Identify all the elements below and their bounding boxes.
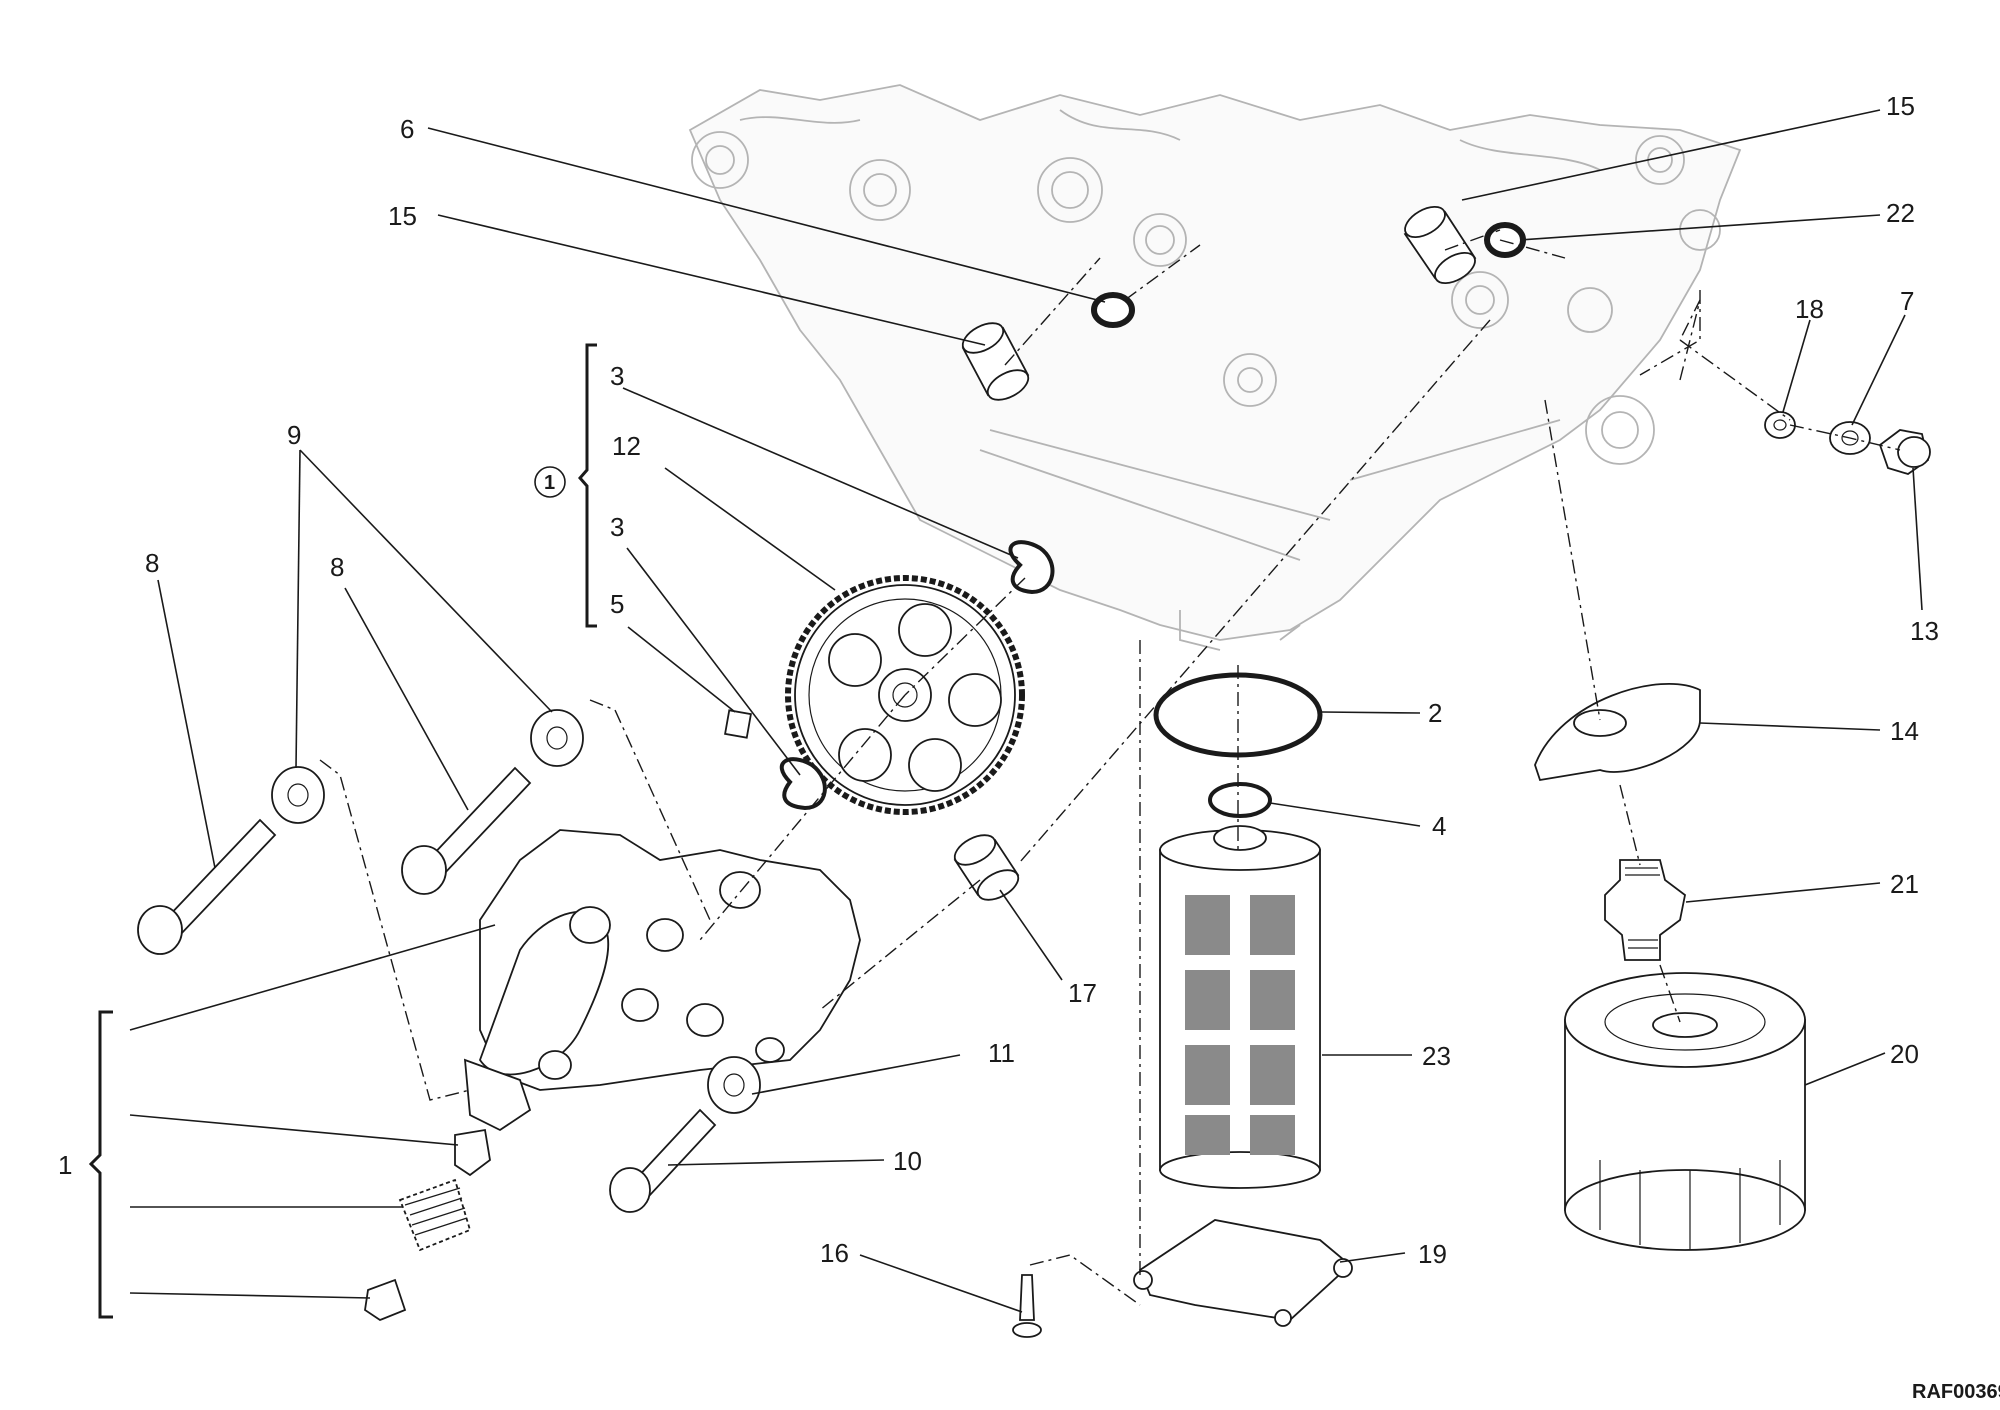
washer-11 — [707, 1056, 761, 1114]
callout-8-right: 8 — [330, 552, 344, 582]
bracket-group-upper — [578, 343, 597, 628]
plug-parts-right — [1764, 411, 1931, 475]
bolt-8-right — [401, 766, 532, 895]
oil-pump-body — [463, 829, 861, 1132]
callout-4: 4 — [1432, 811, 1446, 841]
callout-12: 12 — [612, 431, 641, 461]
key-5 — [724, 709, 752, 739]
callout-11: 11 — [988, 1038, 1015, 1068]
circlip-lower — [779, 757, 827, 811]
callout-6: 6 — [400, 114, 414, 144]
crankcase-outline — [688, 84, 1742, 651]
circled-ref-1-text: 1 — [544, 472, 555, 494]
callout-22: 22 — [1886, 198, 1915, 228]
filter-cover-19 — [1133, 1219, 1353, 1327]
oil-filter-cartridge-20 — [1564, 972, 1806, 1251]
callout-16: 16 — [820, 1238, 849, 1268]
threaded-nipple-21 — [1604, 859, 1686, 961]
bushing-17 — [953, 834, 1020, 901]
assembly-lines — [319, 229, 1901, 1306]
seal-ring-4 — [1208, 782, 1272, 818]
callout-15-left: 15 — [388, 201, 417, 231]
callout-13: 13 — [1910, 616, 1939, 646]
washer-9-left — [271, 766, 325, 824]
bushing-left — [961, 322, 1030, 401]
bolt-8-left — [137, 818, 277, 955]
callout-3-upper: 3 — [610, 361, 624, 391]
callout-18: 18 — [1795, 294, 1824, 324]
callout-15-right: 15 — [1886, 91, 1915, 121]
bushing-right — [1403, 205, 1477, 285]
callout-2: 2 — [1428, 698, 1442, 728]
circled-ref-1 — [534, 466, 566, 498]
washer-9-right — [530, 709, 584, 767]
callout-10: 10 — [893, 1146, 922, 1176]
callout-23: 23 — [1422, 1041, 1451, 1071]
callout-17: 17 — [1068, 978, 1097, 1008]
o-ring-22 — [1484, 222, 1526, 258]
leader-lines — [129, 109, 1923, 1313]
callout-21: 21 — [1890, 869, 1919, 899]
callout-1-lower: 1 — [58, 1150, 72, 1180]
oil-filter-strainer — [1159, 825, 1321, 1189]
callout-9: 9 — [287, 420, 301, 450]
callout-7: 7 — [1900, 286, 1914, 316]
callout-20: 20 — [1890, 1039, 1919, 1069]
callout-5: 5 — [610, 589, 624, 619]
callout-labels: 6 15 15 22 18 7 13 3 12 1 3 5 9 8 8 2 4 … — [58, 91, 1939, 1269]
callout-19: 19 — [1418, 1239, 1447, 1269]
callout-8-left: 8 — [145, 548, 159, 578]
o-ring-6 — [1091, 292, 1135, 328]
screw-16 — [1012, 1274, 1042, 1338]
relief-valve-parts — [364, 1128, 491, 1322]
callout-14: 14 — [1890, 716, 1919, 746]
circlip-upper — [1008, 540, 1055, 595]
bracket-group-lower — [88, 1010, 113, 1319]
diagram-reference-code: RAF00369 — [1912, 1381, 2000, 1403]
plate-14 — [1534, 682, 1701, 782]
bolt-10 — [609, 1108, 717, 1213]
callout-3-lower: 3 — [610, 512, 624, 542]
